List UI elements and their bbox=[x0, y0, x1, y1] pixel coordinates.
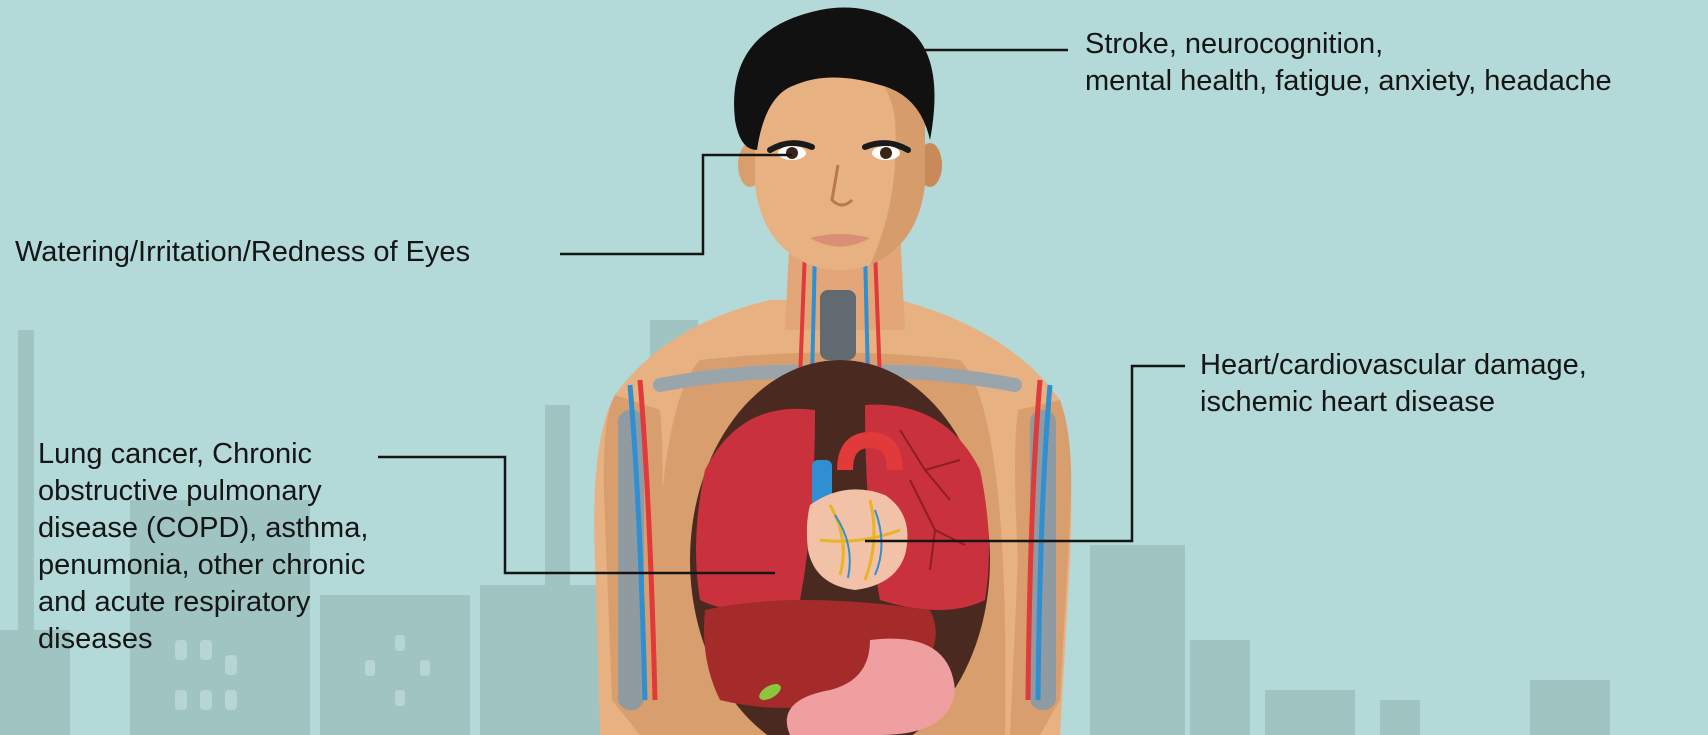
annotation-line: penumonia, other chronic bbox=[38, 547, 368, 584]
human-body bbox=[594, 230, 1071, 735]
annotation-line: ischemic heart disease bbox=[1200, 384, 1587, 421]
annotation-line: disease (COPD), asthma, bbox=[38, 510, 368, 547]
building bbox=[1380, 700, 1420, 735]
annotation-line: Stroke, neurocognition, bbox=[1085, 26, 1612, 63]
annotation-line: Watering/Irritation/Redness of Eyes bbox=[15, 234, 470, 271]
annotation-line: obstructive pulmonary bbox=[38, 473, 368, 510]
annotation-heart-effects: Heart/cardiovascular damage, ischemic he… bbox=[1200, 347, 1587, 421]
annotation-eye-effects: Watering/Irritation/Redness of Eyes bbox=[15, 234, 470, 271]
building bbox=[1265, 690, 1355, 735]
building bbox=[1190, 640, 1250, 735]
left-pupil bbox=[786, 147, 798, 159]
annotation-head-effects: Stroke, neurocognition, mental health, f… bbox=[1085, 26, 1612, 100]
cervical-spine bbox=[820, 290, 856, 360]
annotation-line: Lung cancer, Chronic bbox=[38, 436, 368, 473]
building bbox=[545, 405, 570, 735]
building bbox=[1090, 545, 1185, 735]
head bbox=[734, 8, 942, 271]
annotation-line: and acute respiratory bbox=[38, 584, 368, 621]
right-pupil bbox=[880, 147, 892, 159]
building bbox=[1530, 680, 1610, 735]
annotation-line: Heart/cardiovascular damage, bbox=[1200, 347, 1587, 384]
building bbox=[480, 585, 600, 735]
annotation-lung-effects: Lung cancer, Chronic obstructive pulmona… bbox=[38, 436, 368, 658]
annotation-line: mental health, fatigue, anxiety, headach… bbox=[1085, 63, 1612, 100]
annotation-line: diseases bbox=[38, 621, 368, 658]
